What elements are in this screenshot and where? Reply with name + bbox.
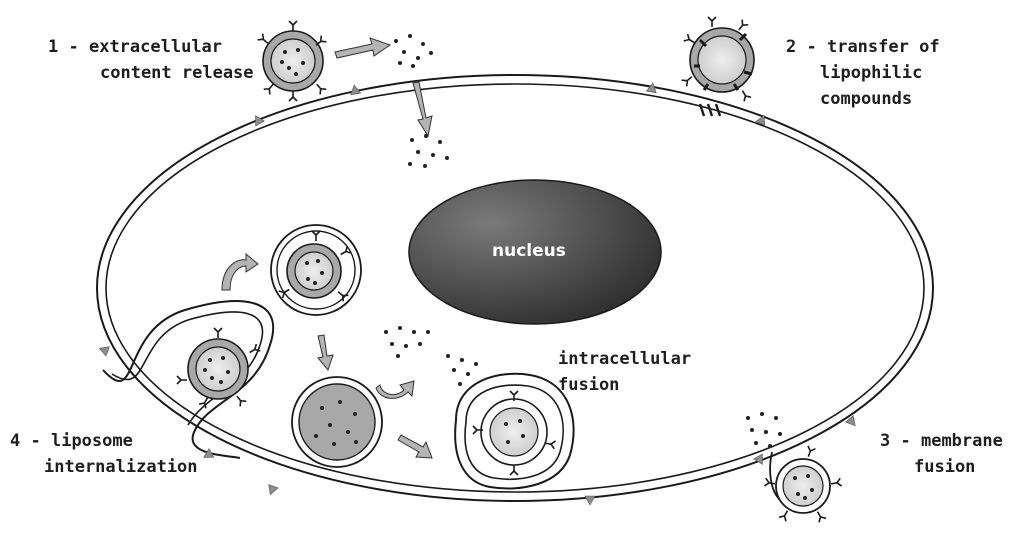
nucleus	[408, 179, 662, 325]
label-line: lipophilic	[820, 63, 923, 83]
label-line: transfer of	[826, 37, 940, 57]
label-line: membrane	[920, 431, 1003, 451]
intracellular-content-dots	[408, 134, 449, 168]
release-arrow	[334, 37, 392, 59]
label-line: fusion	[558, 375, 620, 395]
released-content-dots	[394, 34, 433, 68]
label-line: content release	[100, 63, 254, 83]
label-number: 2 -	[786, 37, 817, 57]
label-extracellular-release: 1 - extracellular content release	[48, 34, 254, 86]
liposome-lipophilic-transfer	[680, 16, 755, 117]
label-lipophilic-transfer: 2 - transfer of lipophilic compounds	[786, 34, 940, 112]
label-intracellular-fusion: intracellular fusion	[558, 346, 691, 398]
label-line: liposome	[50, 431, 133, 451]
endosome	[270, 224, 362, 316]
label-line: internalization	[44, 457, 198, 477]
liposome-extracellular	[256, 20, 328, 102]
label-internalization: 4 - liposome internalization	[10, 428, 198, 480]
label-line: fusion	[914, 457, 976, 477]
curved-arrow-up	[221, 252, 259, 291]
fusion-content-dots	[746, 412, 782, 448]
cell-membrane-inner	[105, 83, 925, 493]
label-number: 4 -	[10, 431, 41, 451]
arrow-endosome-to-lysosome	[317, 334, 334, 372]
intracellular-fusion-vesicle	[454, 372, 575, 490]
label-line: extracellular	[88, 37, 223, 57]
label-line: intracellular	[558, 349, 692, 369]
liposome-internalizing	[176, 327, 262, 410]
liposome-membrane-fusion	[763, 445, 843, 524]
cell-membrane-outer	[96, 74, 934, 502]
label-number: 3 -	[880, 431, 911, 451]
membrane-invagination	[102, 300, 275, 459]
uptake-arrow	[412, 81, 433, 138]
nucleus-label: nucleus	[492, 241, 566, 261]
endosomal-release-dots	[384, 326, 478, 386]
label-line: compounds	[820, 89, 913, 109]
curved-arrow-release	[375, 380, 415, 399]
label-membrane-fusion: 3 - membrane fusion	[880, 428, 1003, 480]
label-number: 1 -	[48, 37, 79, 57]
degraded-liposome	[291, 376, 383, 468]
arrow-to-intracellular-fusion	[397, 434, 433, 459]
